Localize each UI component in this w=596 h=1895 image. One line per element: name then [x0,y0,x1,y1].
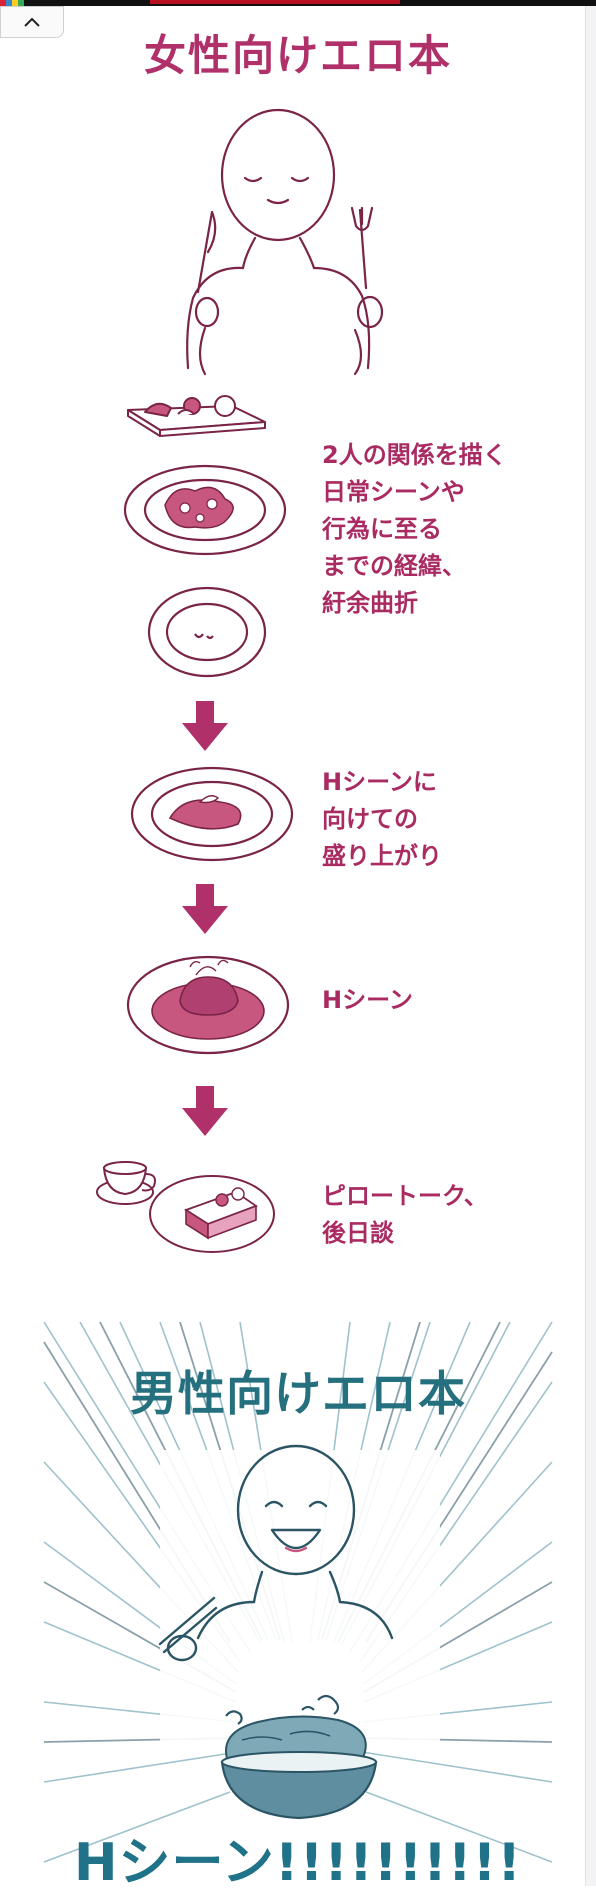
chevron-up-icon [24,17,40,27]
soup-plate-icon [147,586,267,678]
down-arrow-icon [182,701,228,751]
banner-strip [150,0,400,4]
step-description-1: 2人の関係を描く 日常シーンや 行為に至る までの経緯、 紆余曲折 [322,441,507,617]
step-description-2: Hシーンに 向けての 盛り上がり [322,768,442,870]
tab-favicons [0,0,24,6]
salad-plate-icon [123,464,287,556]
down-arrow-icon [182,1086,228,1136]
down-arrow-icon [182,884,228,934]
male-section-title: 男性向けエロ本 [130,1367,466,1422]
scroll-top-button[interactable] [0,6,64,38]
female-section-title: 女性向けエロ本 [143,31,452,80]
main-dish-plate-icon [130,766,294,862]
page-side-edge [585,6,596,1886]
step-description-3: Hシーン [322,986,413,1014]
dessert-coffee-icon [96,1161,275,1253]
rice-bowl-icon [220,1694,378,1820]
step-description-4: ピロートーク、 後日談 [322,1182,488,1247]
happy-eater-illustration [158,1444,440,1750]
browser-top-strip [0,0,596,6]
diner-figure-illustration [186,108,384,376]
male-section-shout: Hシーン!!!!!!!!!! [73,1833,523,1893]
climax-dish-plate-icon [126,955,290,1055]
appetizer-tray-icon [127,395,266,437]
